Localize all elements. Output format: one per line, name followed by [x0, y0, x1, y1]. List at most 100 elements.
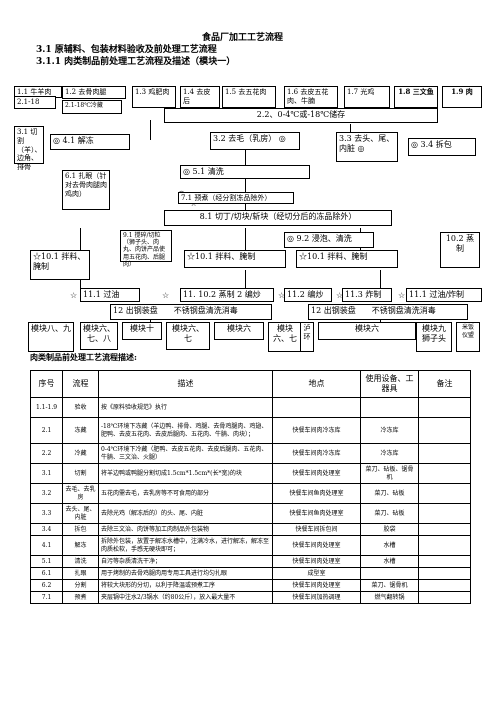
optional-step-icon: ☆	[70, 291, 78, 300]
table-cell: 菜刀、砧板	[360, 503, 419, 524]
flow-step-10-1-a: ☆10.1 拌料、腌制	[30, 250, 90, 280]
table-cell: 将较大块形的分切，以利于降温或预煮工序	[98, 579, 273, 592]
table-cell	[418, 591, 471, 604]
module-box: 米饭 仪盟	[456, 322, 480, 352]
section-heading: 3.1 原辅料、包装材料验收及前处理工艺流程	[36, 45, 217, 55]
table-cell: 胶袋	[360, 523, 419, 536]
table-cell: -18℃环境下冻藏（羊边鸭、排骨、鸡腿、去骨鸡腿肉、鸡翅、肥鸭、去皮五花肉、去皮…	[98, 417, 273, 444]
table-cell: 水槽	[360, 535, 419, 556]
flow-step-11-x: 11. 10.2 蒸制 2 编炒	[180, 288, 274, 302]
table-cell: 4.1	[30, 535, 63, 556]
flow-step-3-2: 3.2 去毛（乳房） ◎	[210, 132, 300, 150]
table-cell: 快餐车间肉冷冻库	[272, 417, 361, 444]
subsection-heading: 3.1.1 肉类制品前处理工艺流程及描述（模块一）	[36, 57, 236, 67]
table-cell: 去除光鸡（解冻后的）的头、尾、内脏	[98, 503, 273, 524]
optional-step-icon: ☆	[33, 252, 41, 261]
flow-step-3-4: ◎ 3.4 拆包	[408, 138, 476, 156]
table-cell: 2.1	[30, 417, 63, 444]
critical-point-icon: ◎	[411, 140, 421, 149]
module-box: 模块十	[122, 322, 162, 340]
table-cell	[418, 463, 471, 484]
table-cell: 五花肉需去毛，去乳房等不可食用的部分	[98, 483, 273, 504]
table-cell: 预煮	[62, 591, 99, 604]
table-cell: 3.4	[30, 523, 63, 536]
flow-step-10-2: 10.2 蒸制	[440, 232, 480, 268]
table-cell	[418, 523, 471, 536]
table-cell: 5.1	[30, 555, 63, 568]
flow-step-9-1: 9.1 搅碎/切粒（狮子头、肉丸、肉饼产品使用五花肉、后腿肉）	[120, 230, 172, 268]
flow-step-10-1-b: ☆10.1 拌料、腌制	[184, 250, 286, 268]
table-cell: 去毛、去乳房	[62, 483, 99, 504]
table-cell: 菜刀、砧板、锯骨机	[360, 463, 419, 484]
flow-step-1-7: 1.7 光鸡	[344, 86, 390, 108]
flow-step-10-1-c: ☆10.1 拌料、腌制	[296, 250, 398, 268]
table-cell	[272, 397, 361, 418]
optional-step-icon: ☆	[398, 291, 406, 300]
table-cell: 扎眼	[62, 567, 99, 580]
optional-step-icon: ☆	[162, 291, 170, 300]
module-box: 模块六	[318, 322, 416, 340]
page-title: 食品厂加工工艺流程	[202, 33, 284, 43]
flow-step-12-b: 12 出钢装盘 不锈钢盘清洗消毒	[308, 304, 468, 320]
table-cell: 7.1	[30, 591, 63, 604]
table-header: 流程	[62, 370, 99, 398]
table-cell: 去除三文治、肉饼等加工肉制品外包装物	[98, 523, 273, 536]
flow-step-3-1: 3.1 切割（羊）、边角、排骨	[14, 126, 44, 171]
table-cell: 3.1	[30, 463, 63, 484]
module-box: 泸 环	[300, 322, 318, 352]
table-cell	[418, 443, 471, 464]
flow-step-12-a: 12 出钢装盘 不锈钢盘清洗消毒	[110, 304, 272, 320]
table-cell	[360, 397, 419, 418]
flow-step-6-1: 6.1 扎眼（针对去骨肉腿肉鸡肉）	[62, 170, 110, 210]
table-cell: 3.2	[30, 483, 63, 504]
table-header: 使用设备、工器具	[360, 370, 419, 398]
flow-step-11-3: 11.3 炸制	[342, 288, 392, 302]
table-caption: 肉类制品前处理工艺流程描述:	[30, 352, 137, 362]
flow-step-2-1-label: 2.1-18	[14, 96, 56, 109]
flow-step-7-1: 7.1 预煮（经分割冻品除外）	[178, 192, 294, 204]
table-cell: 快餐车间鱼肉处理室	[272, 483, 361, 504]
table-cell	[418, 397, 471, 418]
table-cell: 自污等杂质清洗干净；	[98, 555, 273, 568]
module-box: 模块六	[214, 322, 264, 340]
table-cell: 冻藏	[62, 417, 99, 444]
critical-point-icon: ◎	[355, 144, 365, 153]
flow-step-3-3: 3.3 去头、尾、内脏 ◎	[336, 132, 398, 162]
table-cell	[418, 535, 471, 556]
flow-step-11-1-a: 11.1 过油	[80, 288, 140, 302]
flow-step-1-6: 1.6 去皮五花肉、牛腩	[284, 86, 338, 108]
table-cell: 快餐车间加热调理	[272, 591, 361, 604]
table-cell: 分割	[62, 579, 99, 592]
table-cell: 按《原料验收规范》执行	[98, 397, 273, 418]
flow-step-1-3: 1.3 鸡肥肉	[132, 86, 176, 108]
table-cell: 6.2	[30, 579, 63, 592]
critical-point-icon: ◎	[53, 136, 63, 145]
table-header: 地点	[272, 370, 361, 398]
module-box: 模块六、七	[166, 322, 210, 350]
module-box: 模块六、七、八	[80, 322, 118, 350]
flow-step-9-2: ◎ 9.2 浸泡、清洗	[284, 232, 374, 248]
table-cell: 夹层锅中注水2/3锅水（约80公斤），放入最大量不	[98, 591, 273, 604]
table-cell: 冷冻库	[360, 443, 419, 464]
table-cell: 快餐车间鱼肉处理室	[272, 503, 361, 524]
table-cell: 0-4℃环境下冷藏（肥鸭、去皮五花肉、去皮后腿肉、五花肉、牛腩、三文治、火腿）	[98, 443, 273, 464]
table-cell: 验收	[62, 397, 99, 418]
optional-step-icon: ☆	[299, 252, 307, 261]
flow-step-1-5: 1.5 去五花肉	[222, 86, 276, 108]
table-cell: 解冻	[62, 535, 99, 556]
flow-step-1-2: 1.2 去骨肉腿	[62, 86, 126, 99]
table-cell: 1.1-1.9	[30, 397, 63, 418]
flow-step-1-4: 1.4 去皮后	[180, 86, 220, 108]
